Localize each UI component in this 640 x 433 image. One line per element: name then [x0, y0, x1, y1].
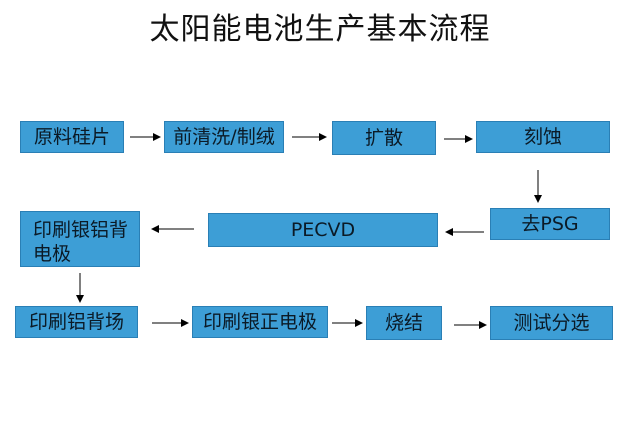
diagram-title: 太阳能电池生产基本流程 [149, 12, 491, 47]
step-testing-sorting: 测试分选 [490, 306, 613, 340]
step-label: 测试分选 [513, 312, 590, 334]
step-label: 去PSG [521, 213, 579, 235]
step-label: 前清洗/制绒 [173, 126, 275, 148]
step-etching: 刻蚀 [476, 121, 610, 153]
step-label: 原料硅片 [33, 126, 110, 148]
step-diffusion: 扩散 [332, 121, 436, 155]
step-print-silver-aluminum-back-electrode: 印刷银铝背电极 [20, 211, 140, 267]
step-label: 印刷银正电极 [202, 311, 317, 333]
step-label: PECVD [290, 219, 356, 241]
step-sintering: 烧结 [366, 306, 442, 340]
step-remove-psg: 去PSG [490, 208, 610, 240]
step-label: 印刷铝背场 [28, 311, 124, 333]
step-label: 扩散 [364, 127, 403, 149]
step-label: 刻蚀 [523, 126, 562, 148]
step-print-aluminum-back-field: 印刷铝背场 [15, 306, 138, 338]
step-raw-silicon-wafer: 原料硅片 [20, 121, 124, 153]
step-pecvd: PECVD [208, 213, 438, 247]
step-label: 印刷银铝背电极 [33, 219, 129, 265]
step-print-silver-front-electrode: 印刷银正电极 [192, 306, 328, 338]
step-label: 烧结 [384, 312, 423, 334]
step-pre-cleaning-texturing: 前清洗/制绒 [164, 121, 284, 153]
